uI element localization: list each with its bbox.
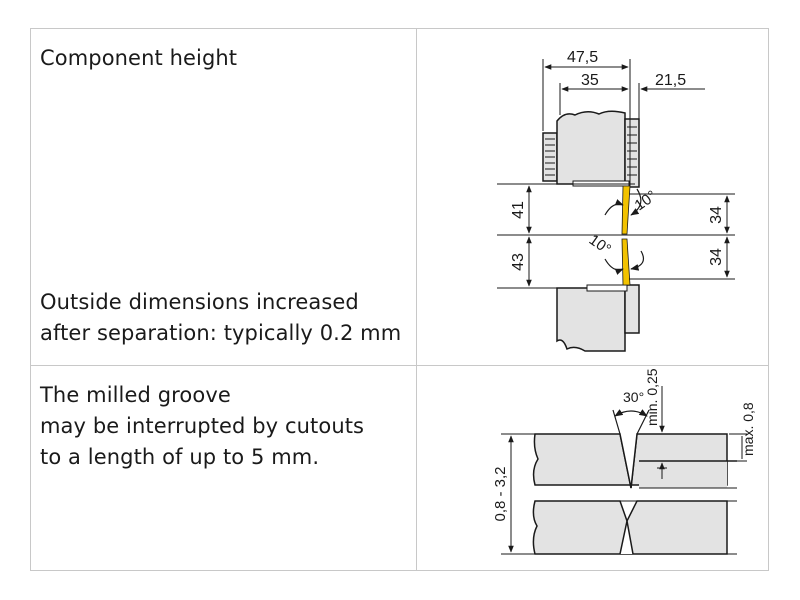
component-height-row: Component height Outside dimensions incr…: [31, 29, 768, 366]
component-height-label: Component height: [40, 46, 238, 70]
milled-groove-line-3: to a length of up to 5 mm.: [40, 445, 320, 469]
width-inner-label: 35: [581, 72, 599, 89]
milled-groove-line-2: may be interrupted by cutouts: [40, 414, 365, 438]
component-height-diagram: 47,5 35 21,5 41 43 34 34: [497, 49, 735, 352]
groove-angle-label: 30°: [623, 389, 644, 405]
outside-dimensions-note-line-2: after separation: typically 0.2 mm: [40, 321, 402, 345]
lower-height-right-label: 34: [708, 248, 725, 266]
groove-max-depth-dimension: [729, 433, 747, 462]
angle-arcs: [604, 188, 644, 275]
height-extension-lines: [497, 183, 735, 289]
groove-min-depth-label: min. 0,25: [644, 368, 660, 426]
lower-height-left-label: 43: [510, 253, 527, 271]
groove-min-depth-dimension: [657, 386, 667, 479]
milled-groove-figure-cell: 0,8 - 3,2 30° min. 0,25: [417, 366, 769, 571]
upper-height-right-label: 34: [708, 206, 725, 224]
milled-groove-line-1: The milled groove: [40, 383, 231, 407]
milled-groove-text-cell: The milled groove may be interrupted by …: [31, 366, 417, 571]
component-height-text-cell: Component height Outside dimensions incr…: [31, 29, 417, 365]
width-dimension-lines: [542, 59, 705, 186]
width-knob-label: 21,5: [655, 72, 686, 89]
upper-left-knurl-lines: [545, 138, 555, 176]
groove-angle-dimension: [612, 409, 650, 435]
sheet-upper-part: [532, 433, 737, 489]
thickness-dimension-lines: [501, 433, 535, 555]
milled-groove-row: The milled groove may be interrupted by …: [31, 366, 768, 571]
specification-table: Component height Outside dimensions incr…: [30, 28, 769, 571]
lower-component: [556, 284, 640, 352]
upper-angle-label: 10°: [632, 187, 660, 214]
upper-right-knurl-lines: [627, 126, 637, 176]
sheet-lower-part: [532, 500, 737, 555]
milled-groove-diagram: 0,8 - 3,2 30° min. 0,25: [492, 368, 756, 555]
groove-max-depth-label: max. 0,8: [740, 402, 756, 456]
upper-component: [542, 110, 640, 188]
component-height-figure-cell: 47,5 35 21,5 41 43 34 34: [417, 29, 769, 365]
width-outer-label: 47,5: [567, 49, 598, 66]
thickness-label: 0,8 - 3,2: [492, 466, 509, 521]
outside-dimensions-note-line-1: Outside dimensions increased: [40, 290, 359, 314]
upper-height-left-label: 41: [510, 201, 527, 219]
